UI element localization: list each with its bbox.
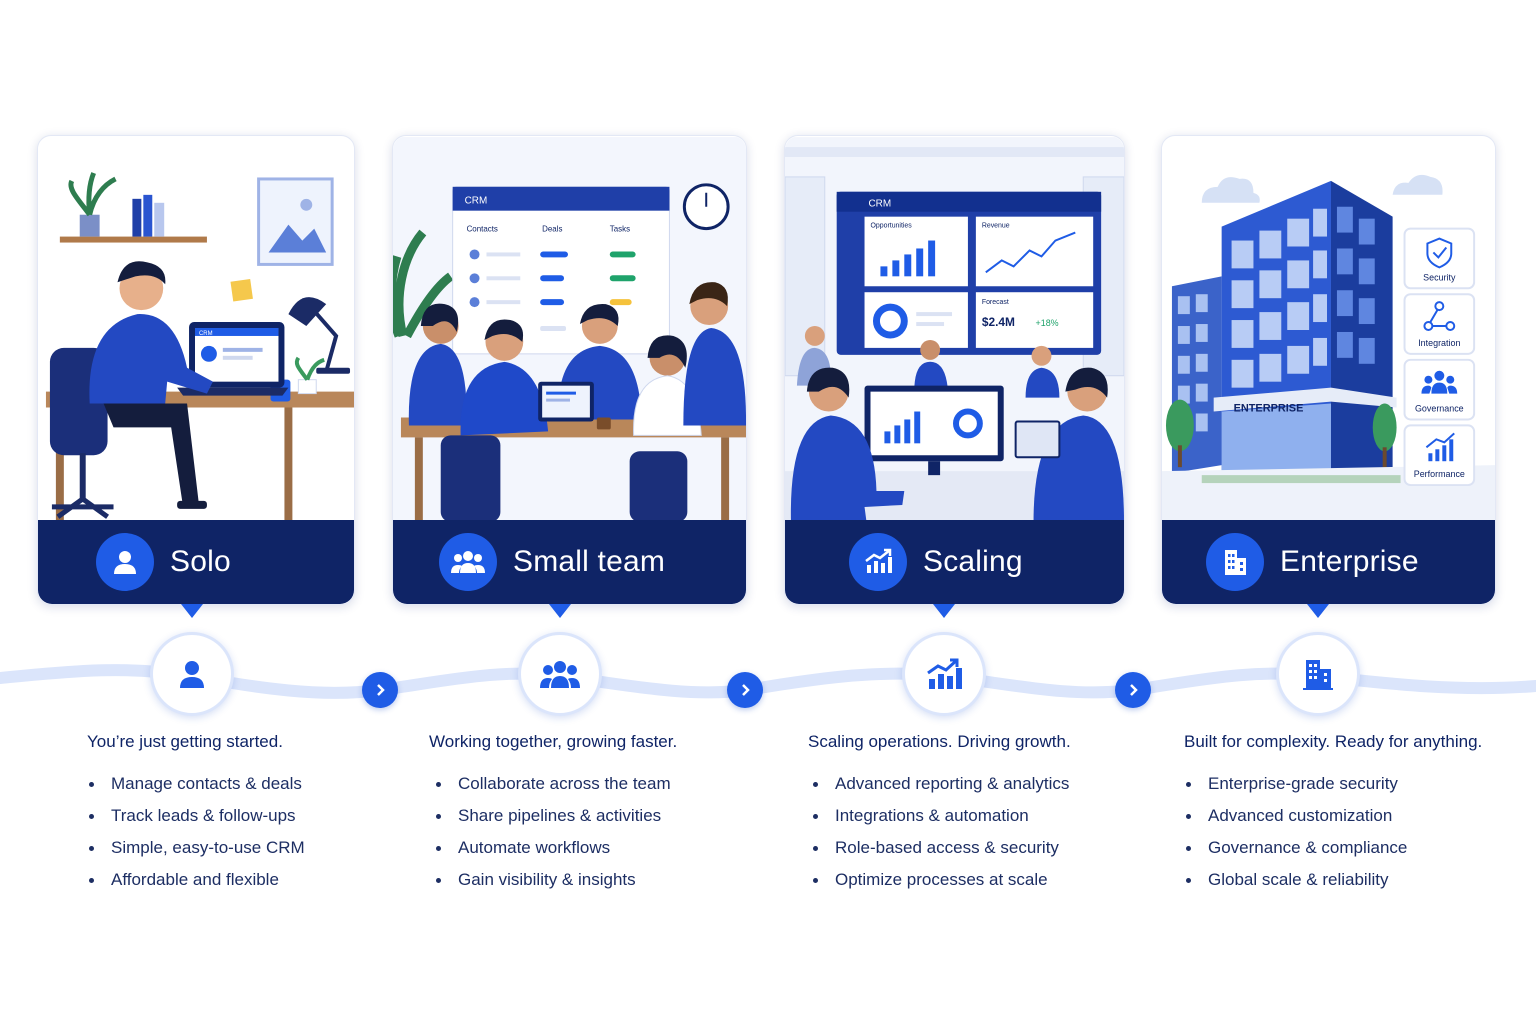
feature-item: Role-based access & security [811, 832, 1168, 864]
card-pointer [1307, 604, 1329, 618]
enterprise-illustration: ENTERPRISE Security Integration [1162, 136, 1495, 523]
feature-item: Simple, easy-to-use CRM [87, 832, 447, 864]
timeline-node-small-team [518, 632, 602, 716]
panel-revenue: Revenue [982, 223, 1010, 230]
stage-title: Scaling [923, 545, 1023, 578]
badge-performance: Performance [1403, 424, 1476, 487]
badge-label: Governance [1415, 404, 1464, 414]
stage-banner-solo: Solo [38, 520, 354, 604]
building-icon [1303, 660, 1333, 690]
badge-label: Security [1423, 272, 1456, 282]
stage-details-scaling: Scaling operations. Driving growth. Adva… [808, 732, 1168, 896]
small-team-illustration: CRM Contacts Deals Tasks [393, 136, 746, 523]
forecast-change: +18% [1036, 318, 1059, 328]
feature-item: Collaborate across the team [434, 768, 789, 800]
stage-tagline: Built for complexity. Ready for anything… [1184, 732, 1483, 751]
feature-item: Gain visibility & insights [434, 864, 789, 896]
chevron-right-icon [1130, 684, 1138, 696]
badge-governance: Governance [1403, 358, 1476, 421]
column-contacts: Contacts [467, 225, 498, 234]
feature-item: Track leads & follow-ups [87, 800, 447, 832]
feature-item: Advanced reporting & analytics [811, 768, 1168, 800]
dashboard-title: CRM [869, 199, 892, 210]
chevron-right-icon [377, 684, 385, 696]
stage-card-scaling: CRM Opportunities Revenue Forecast $2.4M… [784, 135, 1125, 605]
growth-chart-icon [927, 658, 962, 689]
team-icon [439, 533, 497, 591]
feature-item: Manage contacts & deals [87, 768, 447, 800]
stage-title: Enterprise [1280, 545, 1419, 578]
building-sign: ENTERPRISE [1234, 403, 1304, 415]
user-icon [96, 533, 154, 591]
feature-item: Optimize processes at scale [811, 864, 1168, 896]
panel-opportunities: Opportunities [870, 223, 912, 230]
timeline-node-scaling [902, 632, 986, 716]
stage-title: Small team [513, 545, 666, 578]
stage-card-enterprise: ENTERPRISE Security Integration [1161, 135, 1496, 605]
feature-item: Share pipelines & activities [434, 800, 789, 832]
badge-label: Integration [1418, 338, 1460, 348]
team-icon [540, 661, 580, 688]
column-tasks: Tasks [610, 225, 630, 234]
next-stage-arrow[interactable] [727, 672, 763, 708]
feature-item: Global scale & reliability [1184, 864, 1529, 896]
stage-tagline: Working together, growing faster. [429, 732, 678, 751]
badge-security: Security [1403, 227, 1476, 290]
feature-item: Advanced customization [1184, 800, 1529, 832]
scaling-illustration: CRM Opportunities Revenue Forecast $2.4M… [785, 136, 1124, 523]
stage-banner-scaling: Scaling [785, 520, 1124, 604]
panel-forecast: Forecast [982, 299, 1009, 306]
card-pointer [181, 604, 203, 618]
badge-integration: Integration [1403, 293, 1476, 355]
stage-details-enterprise: Built for complexity. Ready for anything… [1184, 732, 1529, 896]
timeline-node-enterprise [1276, 632, 1360, 716]
feature-item: Automate workflows [434, 832, 789, 864]
stage-card-small-team: CRM Contacts Deals Tasks [392, 135, 747, 605]
card-pointer [933, 604, 955, 618]
board-title: CRM [465, 196, 488, 207]
badge-label: Performance [1414, 469, 1465, 479]
card-pointer [549, 604, 571, 618]
chevron-right-icon [742, 684, 750, 696]
timeline-node-solo [150, 632, 234, 716]
feature-item: Governance & compliance [1184, 832, 1529, 864]
user-icon [180, 661, 204, 688]
feature-item: Enterprise-grade security [1184, 768, 1529, 800]
stage-tagline: Scaling operations. Driving growth. [808, 732, 1071, 751]
forecast-value: $2.4M [982, 315, 1015, 329]
stage-tagline: You’re just getting started. [87, 732, 283, 751]
stage-details-small-team: Working together, growing faster. Collab… [429, 732, 789, 896]
stage-details-solo: You’re just getting started. Manage cont… [87, 732, 447, 896]
feature-item: Affordable and flexible [87, 864, 447, 896]
next-stage-arrow[interactable] [1115, 672, 1151, 708]
laptop-crm-label: CRM [199, 331, 213, 337]
feature-item: Integrations & automation [811, 800, 1168, 832]
column-deals: Deals [542, 225, 562, 234]
stage-title: Solo [170, 545, 231, 578]
stage-banner-small-team: Small team [393, 520, 746, 604]
stage-banner-enterprise: Enterprise [1162, 520, 1495, 604]
growth-chart-icon [849, 533, 907, 591]
stage-card-solo: CRM Solo [37, 135, 355, 605]
building-icon [1206, 533, 1264, 591]
next-stage-arrow[interactable] [362, 672, 398, 708]
solo-illustration: CRM [38, 136, 354, 523]
